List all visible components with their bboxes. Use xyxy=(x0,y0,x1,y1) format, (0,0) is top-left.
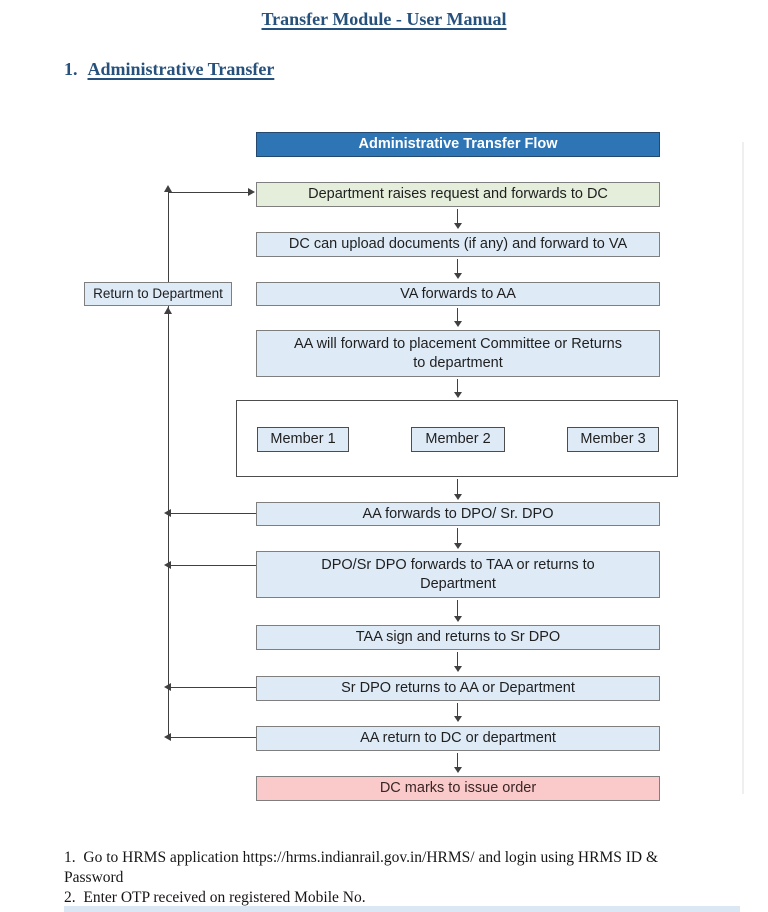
section-title: Administrative Transfer xyxy=(87,59,275,79)
section-heading: 1. Administrative Transfer xyxy=(64,59,274,80)
flow-step-taa-sign: TAA sign and returns to Sr DPO xyxy=(256,625,660,650)
footer-note-1: 1. Go to HRMS application https://hrms.i… xyxy=(64,849,659,886)
flow-step-dpo-taa: DPO/Sr DPO forwards to TAA or returns to… xyxy=(256,551,660,598)
flow-step-aa-committee: AA will forward to placement Committee o… xyxy=(256,330,660,377)
down-arrow-icon xyxy=(453,308,462,327)
flow-step-va-forwards: VA forwards to AA xyxy=(256,282,660,306)
feedback-line xyxy=(168,193,169,737)
flow-step-aa-dpo: AA forwards to DPO/ Sr. DPO xyxy=(256,502,660,526)
member-box-1: Member 1 xyxy=(257,427,349,452)
member-box-2: Member 2 xyxy=(411,427,505,452)
committee-box: Member 1 Member 2 Member 3 xyxy=(236,400,678,477)
left-arrow-icon xyxy=(164,733,256,741)
up-arrow-icon xyxy=(164,185,172,192)
section-number: 1. xyxy=(64,59,78,79)
return-to-department-box: Return to Department xyxy=(84,282,232,306)
flow-header-bar: Administrative Transfer Flow xyxy=(256,132,660,157)
footer-note-2: 2. Enter OTP received on registered Mobi… xyxy=(64,888,366,906)
down-arrow-icon xyxy=(453,379,462,398)
left-arrow-icon xyxy=(164,561,256,569)
down-arrow-icon xyxy=(453,753,462,773)
page-edge-line xyxy=(742,142,744,794)
cropped-bottom-bar xyxy=(64,906,740,912)
right-arrow-icon xyxy=(248,188,255,196)
flow-step-dc-issue: DC marks to issue order xyxy=(256,776,660,801)
down-arrow-icon xyxy=(453,703,462,722)
down-arrow-icon xyxy=(453,600,462,622)
footer-notes: 1. Go to HRMS application https://hrms.i… xyxy=(64,848,714,907)
left-arrow-icon xyxy=(164,683,256,691)
left-arrow-icon xyxy=(164,509,256,517)
down-arrow-icon xyxy=(453,209,462,229)
flow-step-aa-return: AA return to DC or department xyxy=(256,726,660,751)
down-arrow-icon xyxy=(453,479,462,500)
flow-step-dc-upload: DC can upload documents (if any) and for… xyxy=(256,232,660,257)
flow-step-raise-request: Department raises request and forwards t… xyxy=(256,182,660,207)
down-arrow-icon xyxy=(453,528,462,549)
down-arrow-icon xyxy=(453,259,462,279)
feedback-top-line xyxy=(168,192,248,193)
down-arrow-icon xyxy=(453,652,462,672)
member-box-3: Member 3 xyxy=(567,427,659,452)
page-title: Transfer Module - User Manual xyxy=(261,9,507,29)
up-arrow-icon xyxy=(164,307,172,314)
flow-step-srdpo-return: Sr DPO returns to AA or Department xyxy=(256,676,660,701)
